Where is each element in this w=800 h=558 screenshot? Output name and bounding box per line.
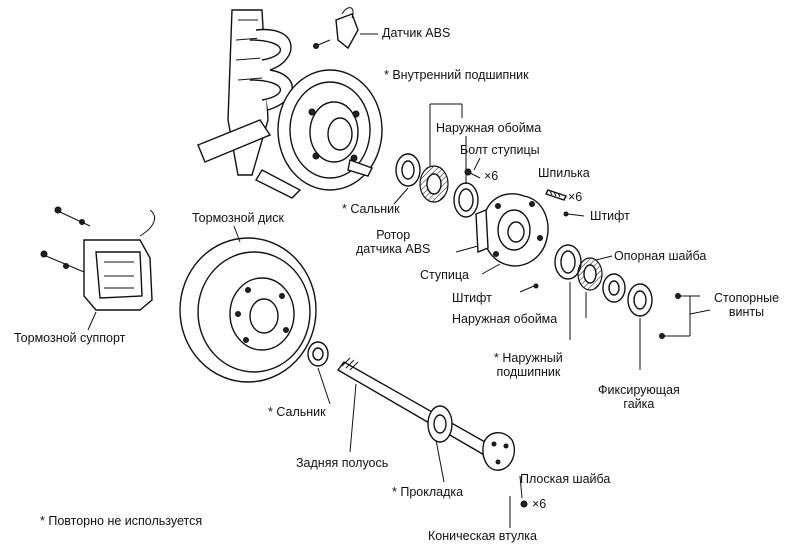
abs-sensor-part [313,7,378,50]
lower-oil-seal-part [307,341,331,405]
label-inner-bearing: * Внутренний подшипник [384,68,529,82]
label-oil-seal-top: * Сальник [342,202,400,216]
label-stud: Шпилька [538,166,590,180]
label-rear-axle-shaft: Задняя полуось [296,456,389,470]
hub-bolt-part [464,157,481,179]
hub-flange-part [455,193,549,275]
footnote: * Повторно не используется [40,514,203,528]
label-outer-race-top: Наружная обойма [436,121,542,135]
label-hub-bolt: Болт ступицы [460,143,540,157]
stud-pin-parts [545,189,585,217]
label-outer-bearing: * Наружный подшипник [494,351,563,379]
axle-shaft-part [336,357,516,483]
label-flat-washer-qty: ×6 [532,497,547,511]
suspension-knuckle-assembly [197,9,383,199]
label-flat-washer: Плоская шайба [520,472,611,486]
label-support-washer: Опорная шайба [614,249,707,263]
label-hub-bolt-qty: ×6 [484,169,499,183]
outer-bearing-stack [519,244,711,370]
label-cone-bushing: Коническая втулка [428,529,537,543]
label-gasket: * Прокладка [392,485,464,499]
label-hub: Ступица [420,268,470,282]
label-brake-caliper: Тормозной суппорт [14,331,126,345]
washer-bushing-parts [509,475,528,528]
label-abs-sensor: Датчик ABS [382,26,451,40]
label-stud-qty: ×6 [568,190,583,204]
label-abs-rotor: Ротор датчика ABS [356,228,431,256]
upper-bearing-stack [393,103,479,218]
label-set-screws: Стопорные винты [714,291,780,319]
label-lock-nut: Фиксирующая гайка [598,383,680,411]
label-brake-disc: Тормозной диск [192,211,285,225]
brake-disc-part [179,225,317,383]
label-pin-right: Штифт [590,209,630,223]
label-pin-bottom: Штифт [452,291,492,305]
label-oil-seal-bottom: * Сальник [268,405,326,419]
brake-caliper-part [40,206,156,331]
label-outer-race-bottom: Наружная обойма [452,312,558,326]
